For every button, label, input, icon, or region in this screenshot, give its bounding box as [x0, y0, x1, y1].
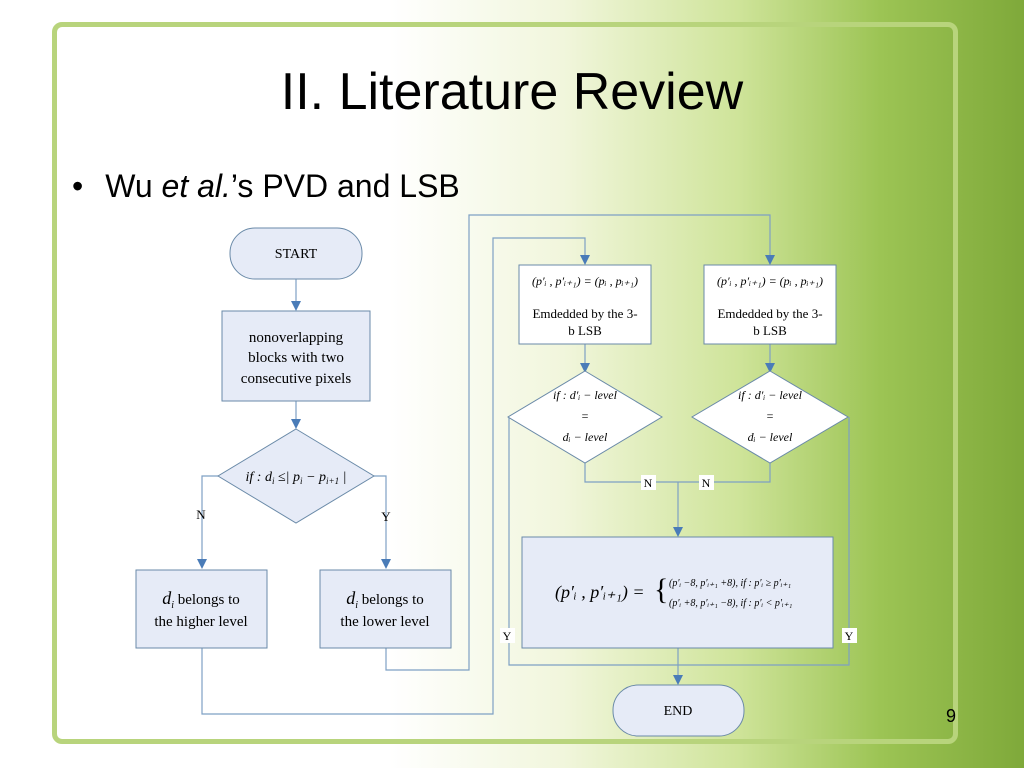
assign-box-right	[703, 264, 837, 345]
no-label-right-bg	[699, 475, 714, 490]
blocks-line-2: blocks with two	[248, 350, 344, 366]
assign-box-left	[518, 264, 652, 345]
higher-level-box	[135, 569, 268, 649]
decision-main	[217, 428, 375, 524]
slide-title: II. Literature Review	[280, 63, 744, 121]
adjust-box	[521, 536, 834, 649]
check-right-line-1: if : d′ᵢ − level	[738, 388, 803, 402]
slide-frame	[52, 22, 958, 744]
blocks-process	[221, 310, 371, 402]
end-label: END	[664, 704, 693, 719]
no-label-left-bg	[641, 475, 656, 490]
bullet-dot-icon: •	[72, 168, 84, 204]
yes-label-left: Y	[503, 629, 512, 643]
assign-eq-right: (p′ᵢ , p′ᵢ₊₁) = (pᵢ , pᵢ₊₁)	[717, 274, 823, 288]
bullet-suffix: ’s PVD and LSB	[230, 168, 460, 204]
check-right-line-3: dᵢ − level	[748, 430, 793, 444]
embed-right-line-2: b LSB	[753, 323, 787, 338]
check-left-line-3: dᵢ − level	[563, 430, 608, 444]
assign-eq-left: (p′ᵢ , p′ᵢ₊₁) = (pᵢ , pᵢ₊₁)	[532, 274, 638, 288]
no-label-right: N	[702, 476, 711, 490]
adjust-case-1: (p′ᵢ −8, p′ᵢ₊₁ +8), if : p′ᵢ ≥ p′ᵢ₊₁	[669, 578, 791, 589]
lower-level-box	[319, 569, 452, 649]
start-label: START	[275, 247, 318, 262]
no-label-left: N	[644, 476, 653, 490]
higher-level-line-2: the higher level	[154, 614, 247, 630]
bullet-prefix: Wu	[105, 168, 162, 204]
start-terminal	[229, 227, 363, 280]
embed-left-line-1: Emdedded by the 3-	[532, 306, 637, 321]
adjust-brace: {	[654, 573, 668, 606]
bullet-italic: et al.	[161, 168, 231, 204]
lower-level-line-2: the lower level	[340, 614, 429, 630]
higher-level-line-1: di belongs to	[162, 588, 240, 611]
branch-no-label: N	[196, 507, 206, 522]
bullet-item: • Wu et al.’s PVD and LSB	[72, 168, 460, 205]
blocks-line-1: nonoverlapping	[249, 330, 344, 346]
check-left-line-1: if : d′ᵢ − level	[553, 388, 618, 402]
check-left-line-2: =	[582, 409, 589, 423]
branch-yes-label: Y	[381, 509, 391, 524]
yes-label-left-bg	[500, 628, 515, 643]
check-decision-right	[691, 370, 849, 464]
yes-label-right-bg	[842, 628, 857, 643]
decision-main-label: if : di ≤| pi − pi+1 |	[246, 470, 347, 486]
embed-left-line-2: b LSB	[568, 323, 602, 338]
yes-label-right: Y	[845, 629, 854, 643]
adjust-case-2: (p′ᵢ +8, p′ᵢ₊₁ −8), if : p′ᵢ < p′ᵢ₊₁	[669, 598, 792, 609]
adjust-lhs: (p′ᵢ , p′ᵢ₊₁) =	[555, 582, 644, 603]
end-terminal	[612, 684, 745, 737]
check-right-line-2: =	[767, 409, 774, 423]
connector-lines	[197, 214, 850, 715]
check-decision-left	[507, 370, 663, 464]
embed-right-line-1: Emdedded by the 3-	[717, 306, 822, 321]
page-number: 9	[946, 706, 957, 726]
blocks-line-3: consecutive pixels	[241, 371, 352, 387]
lower-level-line-1: di belongs to	[346, 588, 424, 611]
